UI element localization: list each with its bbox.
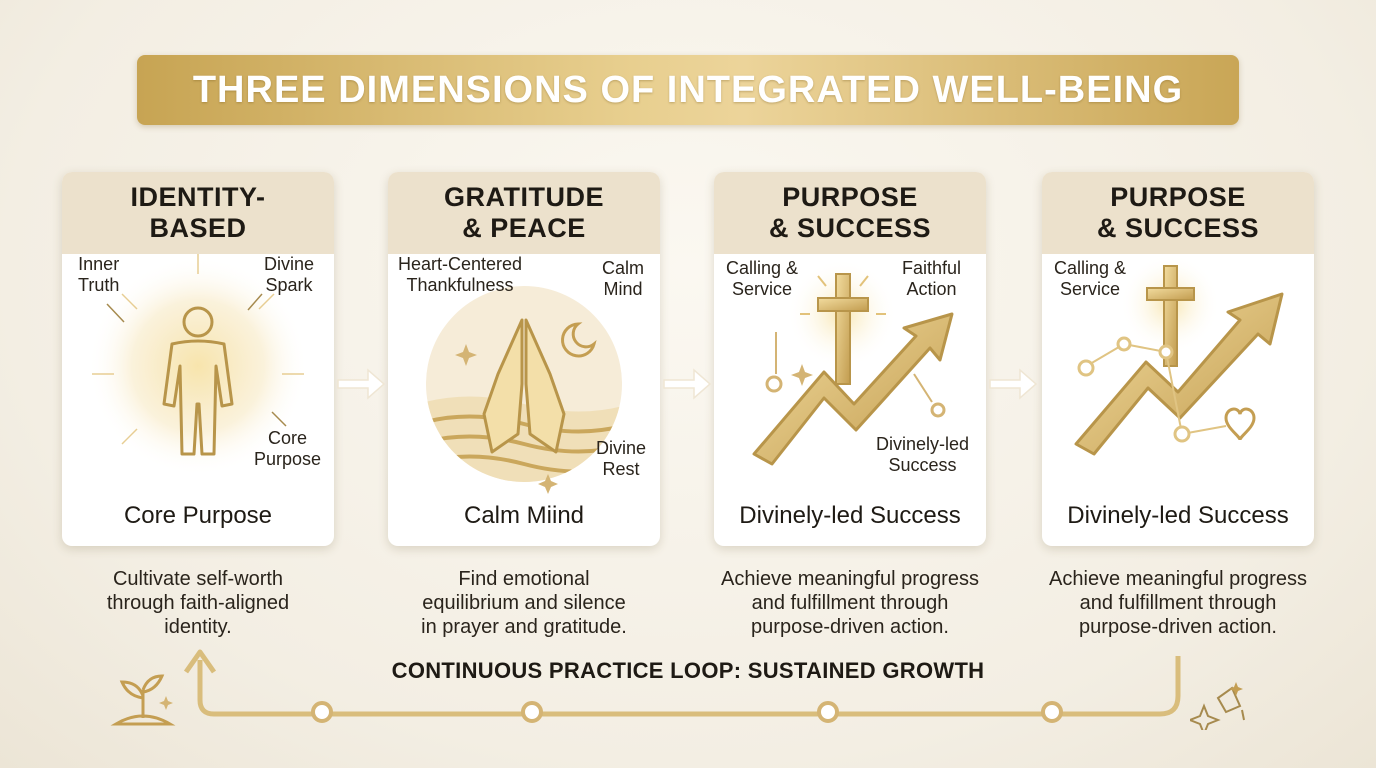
label-calling-service: Calling & Service <box>726 258 799 299</box>
praying-hands-icon <box>426 286 622 494</box>
card-identity-based: IDENTITY- BASED <box>62 172 334 546</box>
label-divine-rest: Divine Rest <box>596 438 647 479</box>
card-title: PURPOSE & SUCCESS <box>768 182 932 243</box>
card-caption: Core Purpose <box>123 502 273 529</box>
label-core-purpose: Core Purpose <box>254 428 322 469</box>
cross-arrow-icon <box>1074 254 1284 456</box>
card-illustration: Heart-Centered Thankfulness Calm Mind Di… <box>388 254 660 500</box>
label-heart-centered-thankfulness: Heart-Centered Thankfulness <box>398 254 523 295</box>
card-title: PURPOSE & SUCCESS <box>1096 182 1260 243</box>
card-title: IDENTITY- BASED <box>130 182 266 243</box>
sprout-icon <box>110 674 176 726</box>
label-inner-truth: Inner Truth <box>78 254 120 295</box>
card-illustration: Inner Truth Divine Spark Core Purpose <box>62 254 334 500</box>
card-header: GRATITUDE & PEACE <box>388 172 660 254</box>
card-caption: Divinely-led Success <box>1067 502 1289 529</box>
card-gratitude-peace: GRATITUDE & PEACE <box>388 172 660 546</box>
sparkle-icon <box>1190 682 1245 730</box>
card-header: PURPOSE & SUCCESS <box>1042 172 1314 254</box>
description-gratitude: Find emotional equilibrium and silence i… <box>421 568 627 638</box>
label-calling-service: Calling & Service <box>1054 258 1127 299</box>
card-title: GRATITUDE & PEACE <box>444 182 604 243</box>
arrow-right-icon <box>663 368 712 400</box>
description-purpose: Achieve meaningful progress and fulfillm… <box>721 568 979 638</box>
person-glow-icon <box>88 254 308 476</box>
label-divinely-led-success: Divinely-led Success <box>876 434 970 475</box>
loop-node <box>311 701 1063 723</box>
card-illustration: Calling & Service Faithful Action Divine… <box>714 254 986 500</box>
label-divine-spark: Divine Spark <box>264 254 315 295</box>
cross-arrow-icon <box>752 259 954 466</box>
description-identity: Cultivate self-worth through faith-align… <box>106 568 290 638</box>
description-purpose-2: Achieve meaningful progress and fulfillm… <box>1049 568 1307 638</box>
card-caption: Divinely-led Success <box>739 502 961 529</box>
card-purpose-success: PURPOSE & SUCCESS <box>714 172 986 546</box>
arrow-right-icon <box>989 368 1038 400</box>
card-illustration: Calling & Service <box>1042 254 1314 500</box>
title-banner: THREE DIMENSIONS OF INTEGRATED WELL-BEIN… <box>137 55 1239 125</box>
card-purpose-success-2: PURPOSE & SUCCESS <box>1042 172 1314 546</box>
page-title: THREE DIMENSIONS OF INTEGRATED WELL-BEIN… <box>192 68 1184 111</box>
loop-label: CONTINUOUS PRACTICE LOOP: SUSTAINED GROW… <box>391 658 985 683</box>
label-calm-mind: Calm Mind <box>602 258 645 299</box>
card-header: IDENTITY- BASED <box>62 172 334 254</box>
card-header: PURPOSE & SUCCESS <box>714 172 986 254</box>
label-faithful-action: Faithful Action <box>902 258 962 299</box>
card-caption: Calm Miind <box>463 502 585 529</box>
arrow-right-icon <box>337 368 386 400</box>
